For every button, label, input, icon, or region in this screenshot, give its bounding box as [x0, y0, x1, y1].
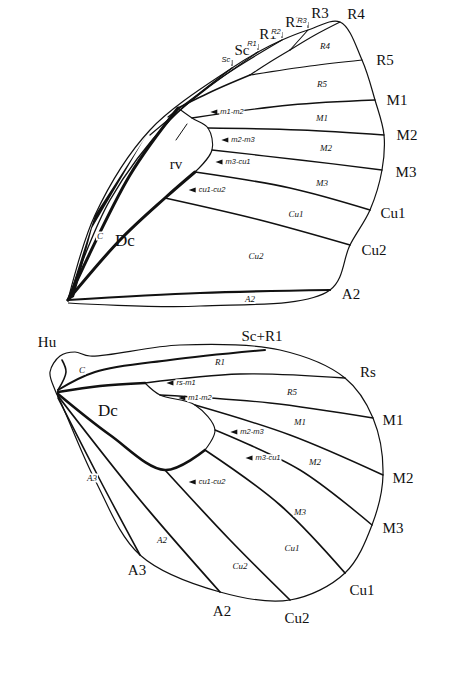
vein-name: R3: [311, 6, 329, 21]
vein-name: Rs: [360, 365, 376, 380]
cell-label: R1: [214, 358, 226, 367]
vein-name: Cu1: [380, 206, 405, 221]
cell-label: C: [78, 366, 86, 375]
cell-label: R5: [286, 388, 298, 397]
cell-label: M1: [293, 418, 307, 427]
vein-name: Sc+R1: [242, 329, 283, 344]
crossvein-label: m2-m3: [230, 136, 255, 144]
vein-name: Hu: [38, 335, 56, 350]
vein-name: A2: [213, 604, 231, 619]
cell-name: Dc: [98, 402, 118, 419]
vein-name: Cu2: [361, 243, 386, 258]
cell-label: Cu2: [231, 562, 248, 571]
crossvein-label: m1-m2: [219, 108, 244, 116]
crossvein-label: R2: [270, 28, 282, 36]
crossvein-label: m2-m3: [239, 428, 264, 436]
vein-name: M3: [396, 165, 417, 180]
vein-name: M1: [387, 93, 408, 108]
cell-label: R4: [319, 42, 331, 51]
cell-label: A2: [244, 295, 256, 304]
crossvein-label: R1: [246, 40, 258, 48]
vein-name: A3: [128, 563, 146, 578]
vein-name: M2: [393, 471, 414, 486]
vein-name: Cu2: [284, 611, 309, 626]
vein-name: R4: [347, 7, 365, 22]
crossvein-label: cu1-cu2: [198, 186, 227, 194]
crossvein-label: rs-m1: [175, 379, 196, 387]
cell-label: Cu2: [247, 252, 264, 261]
crossvein-label: m3-cu1: [224, 158, 251, 166]
forewing-outline: [68, 21, 384, 306]
cell-label: Cu1: [287, 210, 304, 219]
hindwing-veins: [58, 350, 383, 600]
vein-name: M2: [397, 128, 418, 143]
crossvein-label: cu1-cu2: [198, 478, 227, 486]
hindwing-outline: [50, 344, 383, 601]
cell-label: M1: [315, 114, 329, 123]
vein-name: Cu1: [349, 583, 374, 598]
cell-label: M2: [308, 458, 322, 467]
cell-label: R5: [316, 80, 328, 89]
cell-name: Dc: [115, 232, 135, 249]
crossvein-label: Sc: [221, 56, 232, 64]
crossvein-label: m3-cu1: [254, 454, 281, 462]
cell-label: M3: [293, 508, 307, 517]
cell-label: A3: [86, 474, 98, 483]
cell-label: Cu1: [283, 544, 300, 553]
vein-name: M1: [383, 413, 404, 428]
crossvein-label: R3: [296, 17, 308, 25]
vein-name: A2: [342, 287, 360, 302]
forewing-veins: [68, 22, 384, 300]
cell-label: A2: [156, 536, 168, 545]
cell-label: M2: [319, 144, 333, 153]
vein-name: rv: [170, 157, 183, 172]
cell-label: M3: [315, 179, 329, 188]
crossvein-label: m1-m2: [187, 394, 212, 402]
vein-name: R5: [376, 53, 394, 68]
cell-label: C: [96, 232, 104, 241]
vein-name: M3: [383, 521, 404, 536]
